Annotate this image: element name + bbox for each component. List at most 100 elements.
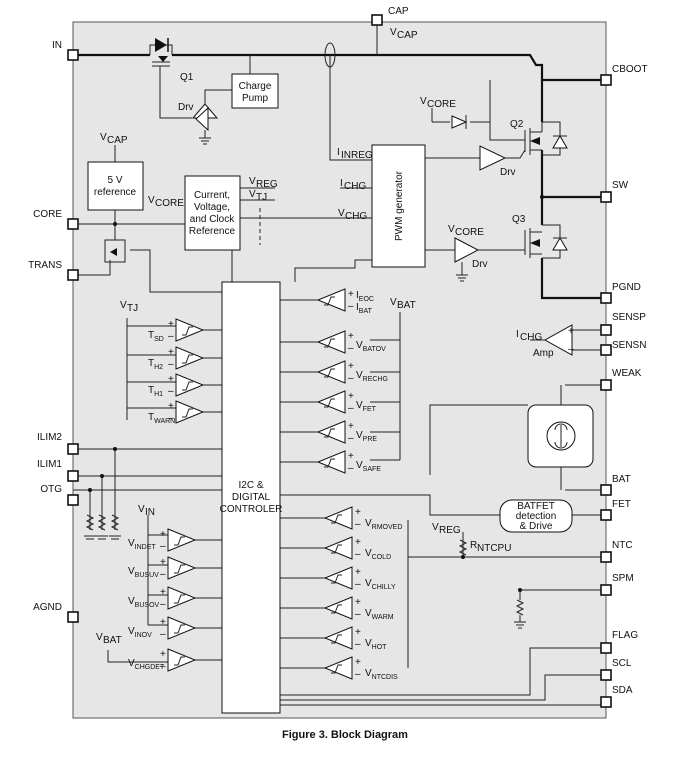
pin-agnd-label: AGND bbox=[33, 602, 62, 613]
temp-comparators: +–TSD+–TH2+–TH1+–TWARN bbox=[148, 318, 205, 425]
svg-text:–: – bbox=[355, 609, 361, 620]
pin-ilim2-label: ILIM2 bbox=[37, 432, 62, 443]
vcap-top-sub: CAP bbox=[397, 30, 418, 41]
svg-text:+: + bbox=[355, 657, 361, 668]
controller-line2: DIGITAL bbox=[232, 492, 271, 503]
svg-text:+: + bbox=[348, 361, 354, 372]
temp-threshold-label: TSD bbox=[148, 330, 164, 343]
vtj-out-label: V bbox=[249, 189, 256, 200]
vin-label: V bbox=[138, 504, 145, 515]
chargepump-drv-wire bbox=[204, 89, 232, 104]
wires bbox=[73, 20, 606, 706]
pin-scl-label: SCL bbox=[612, 658, 632, 669]
vbat-chgdet-wire bbox=[107, 650, 168, 663]
pin-flag-label: FLAG bbox=[612, 630, 638, 641]
pwm-q2-drive bbox=[425, 149, 526, 159]
battery-threshold-label: VFET bbox=[356, 400, 377, 413]
input-comparator: +– bbox=[160, 648, 197, 672]
battery-threshold-label: VPRE bbox=[356, 430, 377, 443]
vcore-zener-sub: CORE bbox=[427, 99, 456, 110]
pin-scl bbox=[600, 669, 612, 681]
input-outputs bbox=[195, 539, 222, 661]
q1-diode-icon bbox=[155, 38, 167, 52]
svg-text:+: + bbox=[160, 617, 166, 628]
svg-text:–: – bbox=[160, 661, 166, 672]
drv3-triangle bbox=[454, 237, 480, 263]
svg-text:+: + bbox=[348, 421, 354, 432]
zener-diode-icon bbox=[451, 115, 468, 129]
current-source-symbol bbox=[554, 423, 568, 449]
battery-threshold-label: IEOC bbox=[356, 290, 374, 303]
vbat-chgdet-label: V bbox=[96, 632, 103, 643]
pulldown-resistors bbox=[84, 514, 121, 540]
svg-text:+: + bbox=[355, 567, 361, 578]
pgnd-rail bbox=[540, 197, 606, 300]
ground-icon bbox=[199, 130, 211, 145]
pin-agnd bbox=[67, 611, 79, 623]
svg-text:+: + bbox=[355, 627, 361, 638]
vtj-comp-sub: TJ bbox=[127, 303, 138, 314]
input-threshold-label: VCHGDET bbox=[128, 658, 165, 671]
svg-text:+: + bbox=[160, 557, 166, 568]
pin-sensn bbox=[600, 344, 612, 356]
svg-text:–: – bbox=[348, 403, 354, 414]
batfet-line3: & Drive bbox=[520, 521, 553, 532]
battery-comparator: +– bbox=[316, 288, 354, 312]
temp-comparator: +– bbox=[168, 318, 205, 342]
pin-in-label: IN bbox=[52, 40, 62, 51]
rntcpu-sub: NTCPU bbox=[477, 543, 511, 554]
sense-amp-triangle bbox=[543, 324, 573, 356]
drv1-buffer bbox=[195, 106, 209, 132]
ref-5v-line1: 5 V bbox=[107, 175, 122, 186]
q1-arrow-icon bbox=[158, 56, 168, 62]
pin-bat bbox=[600, 484, 612, 496]
battery-comparators: +–IEOCIBAT+–VBATOV+–VRECHG+–VFET+–VPRE+–… bbox=[316, 288, 388, 474]
ichg-amp-label: I bbox=[516, 329, 519, 340]
sense-amp-minus: – bbox=[568, 344, 574, 355]
pin-cap-label: CAP bbox=[388, 6, 409, 17]
q2-body bbox=[524, 128, 542, 155]
pin-otg-label: OTG bbox=[40, 484, 62, 495]
vbat-chgdet-sub: BAT bbox=[103, 635, 122, 646]
vcore-drv3-label: V bbox=[448, 224, 455, 235]
input-threshold-label: VINOV bbox=[128, 626, 152, 639]
pin-sda bbox=[600, 696, 612, 708]
vtj-comp-label: V bbox=[120, 300, 127, 311]
bat-sense bbox=[429, 404, 528, 475]
svg-text:+: + bbox=[160, 649, 166, 660]
cvc-line3: and Clock bbox=[190, 214, 235, 225]
vcore-drv3-sub: CORE bbox=[455, 227, 484, 238]
vchg-pwm-sub: CHG bbox=[345, 211, 367, 222]
temp-threshold-label: TH2 bbox=[148, 358, 163, 371]
vreg-ntc-sub: REG bbox=[439, 525, 461, 536]
q1-gate bbox=[152, 61, 170, 67]
spm-resistor-icon bbox=[514, 599, 526, 629]
vcap-top-label: V bbox=[390, 27, 397, 38]
pin-core bbox=[67, 218, 79, 230]
svg-text:+: + bbox=[348, 331, 354, 342]
pin-spm bbox=[600, 584, 612, 596]
inreg-label: I bbox=[337, 147, 340, 158]
svg-text:+: + bbox=[160, 587, 166, 598]
q3-label: Q3 bbox=[512, 214, 526, 225]
svg-text:–: – bbox=[160, 629, 166, 640]
digital-controller-block bbox=[221, 281, 281, 714]
drv2-label: Drv bbox=[500, 167, 516, 178]
cvc-line2: Voltage, bbox=[194, 202, 230, 213]
ntc-threshold-label: VRMOVED bbox=[365, 518, 402, 531]
batfet-line2: detection bbox=[516, 511, 557, 522]
vin-bus bbox=[147, 515, 168, 626]
ntc-comparator: +– bbox=[323, 536, 361, 560]
pin-fet-label: FET bbox=[612, 499, 631, 510]
ntc-comparator: +– bbox=[323, 506, 361, 530]
svg-text:–: – bbox=[355, 639, 361, 650]
pin-in bbox=[67, 49, 79, 61]
charge-pump-line1: Charge bbox=[239, 81, 272, 92]
svg-text:–: – bbox=[348, 463, 354, 474]
pin-flag bbox=[600, 642, 612, 654]
flag-wire bbox=[280, 647, 606, 696]
ctrl-to-pwm bbox=[294, 259, 372, 282]
controller-line1: I2C & bbox=[238, 480, 263, 491]
q3-arrow-icon bbox=[530, 239, 540, 247]
batfet-block bbox=[499, 499, 573, 533]
